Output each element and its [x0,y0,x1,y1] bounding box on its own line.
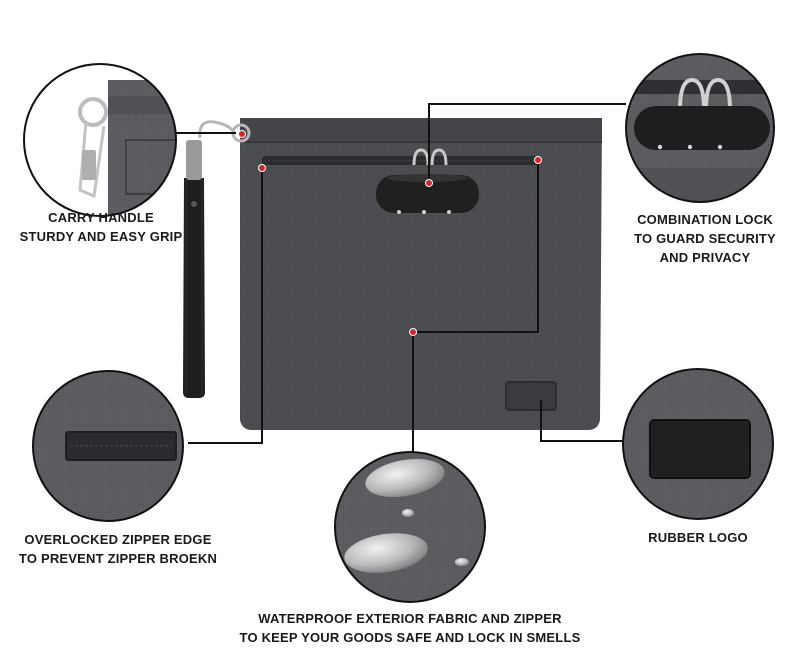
carry-handle-label: CARRY HANDLE STURDY AND EASY GRIP [6,208,196,246]
combination-lock-line-3: AND PRIVACY [659,250,751,265]
carry-handle-line-1: CARRY HANDLE [48,210,154,225]
leader-lines [175,103,626,452]
rubber-logo-line-1: RUBBER LOGO [648,530,748,545]
waterproof-label: WATERPROOF EXTERIOR FABRIC AND ZIPPER TO… [220,609,600,647]
rubber-logo-label: RUBBER LOGO [618,528,778,547]
detail-circle-waterproof [334,451,486,603]
water-drop-icon [344,458,469,573]
combination-lock-line-1: COMBINATION LOCK [637,212,773,227]
callout-markers [238,130,542,336]
overlocked-zipper-label: OVERLOCKED ZIPPER EDGE TO PREVENT ZIPPER… [0,530,236,568]
detail-circle-carry-handle [23,63,177,217]
combination-lock-label: COMBINATION LOCK TO GUARD SECURITY AND P… [614,210,796,267]
waterproof-line-2: TO KEEP YOUR GOODS SAFE AND LOCK IN SMEL… [239,630,581,645]
overlocked-zipper-line-2: TO PREVENT ZIPPER BROEKN [18,551,218,566]
detail-circle-rubber-logo [622,368,774,520]
detail-circle-zipper-edge [32,370,184,522]
waterproof-line-1: WATERPROOF EXTERIOR FABRIC AND ZIPPER [258,611,562,626]
detail-circle-combination-lock [625,53,775,203]
rubber-patch-icon [505,381,557,411]
wrist-strap [183,140,205,398]
combination-lock-line-2: TO GUARD SECURITY [634,231,776,246]
bag-body [240,118,602,430]
zipper-icon [262,156,540,165]
overlocked-zipper-line-1: OVERLOCKED ZIPPER EDGE [24,532,212,547]
lock-icon [376,148,479,214]
carry-handle-line-2: STURDY AND EASY GRIP [19,229,183,244]
